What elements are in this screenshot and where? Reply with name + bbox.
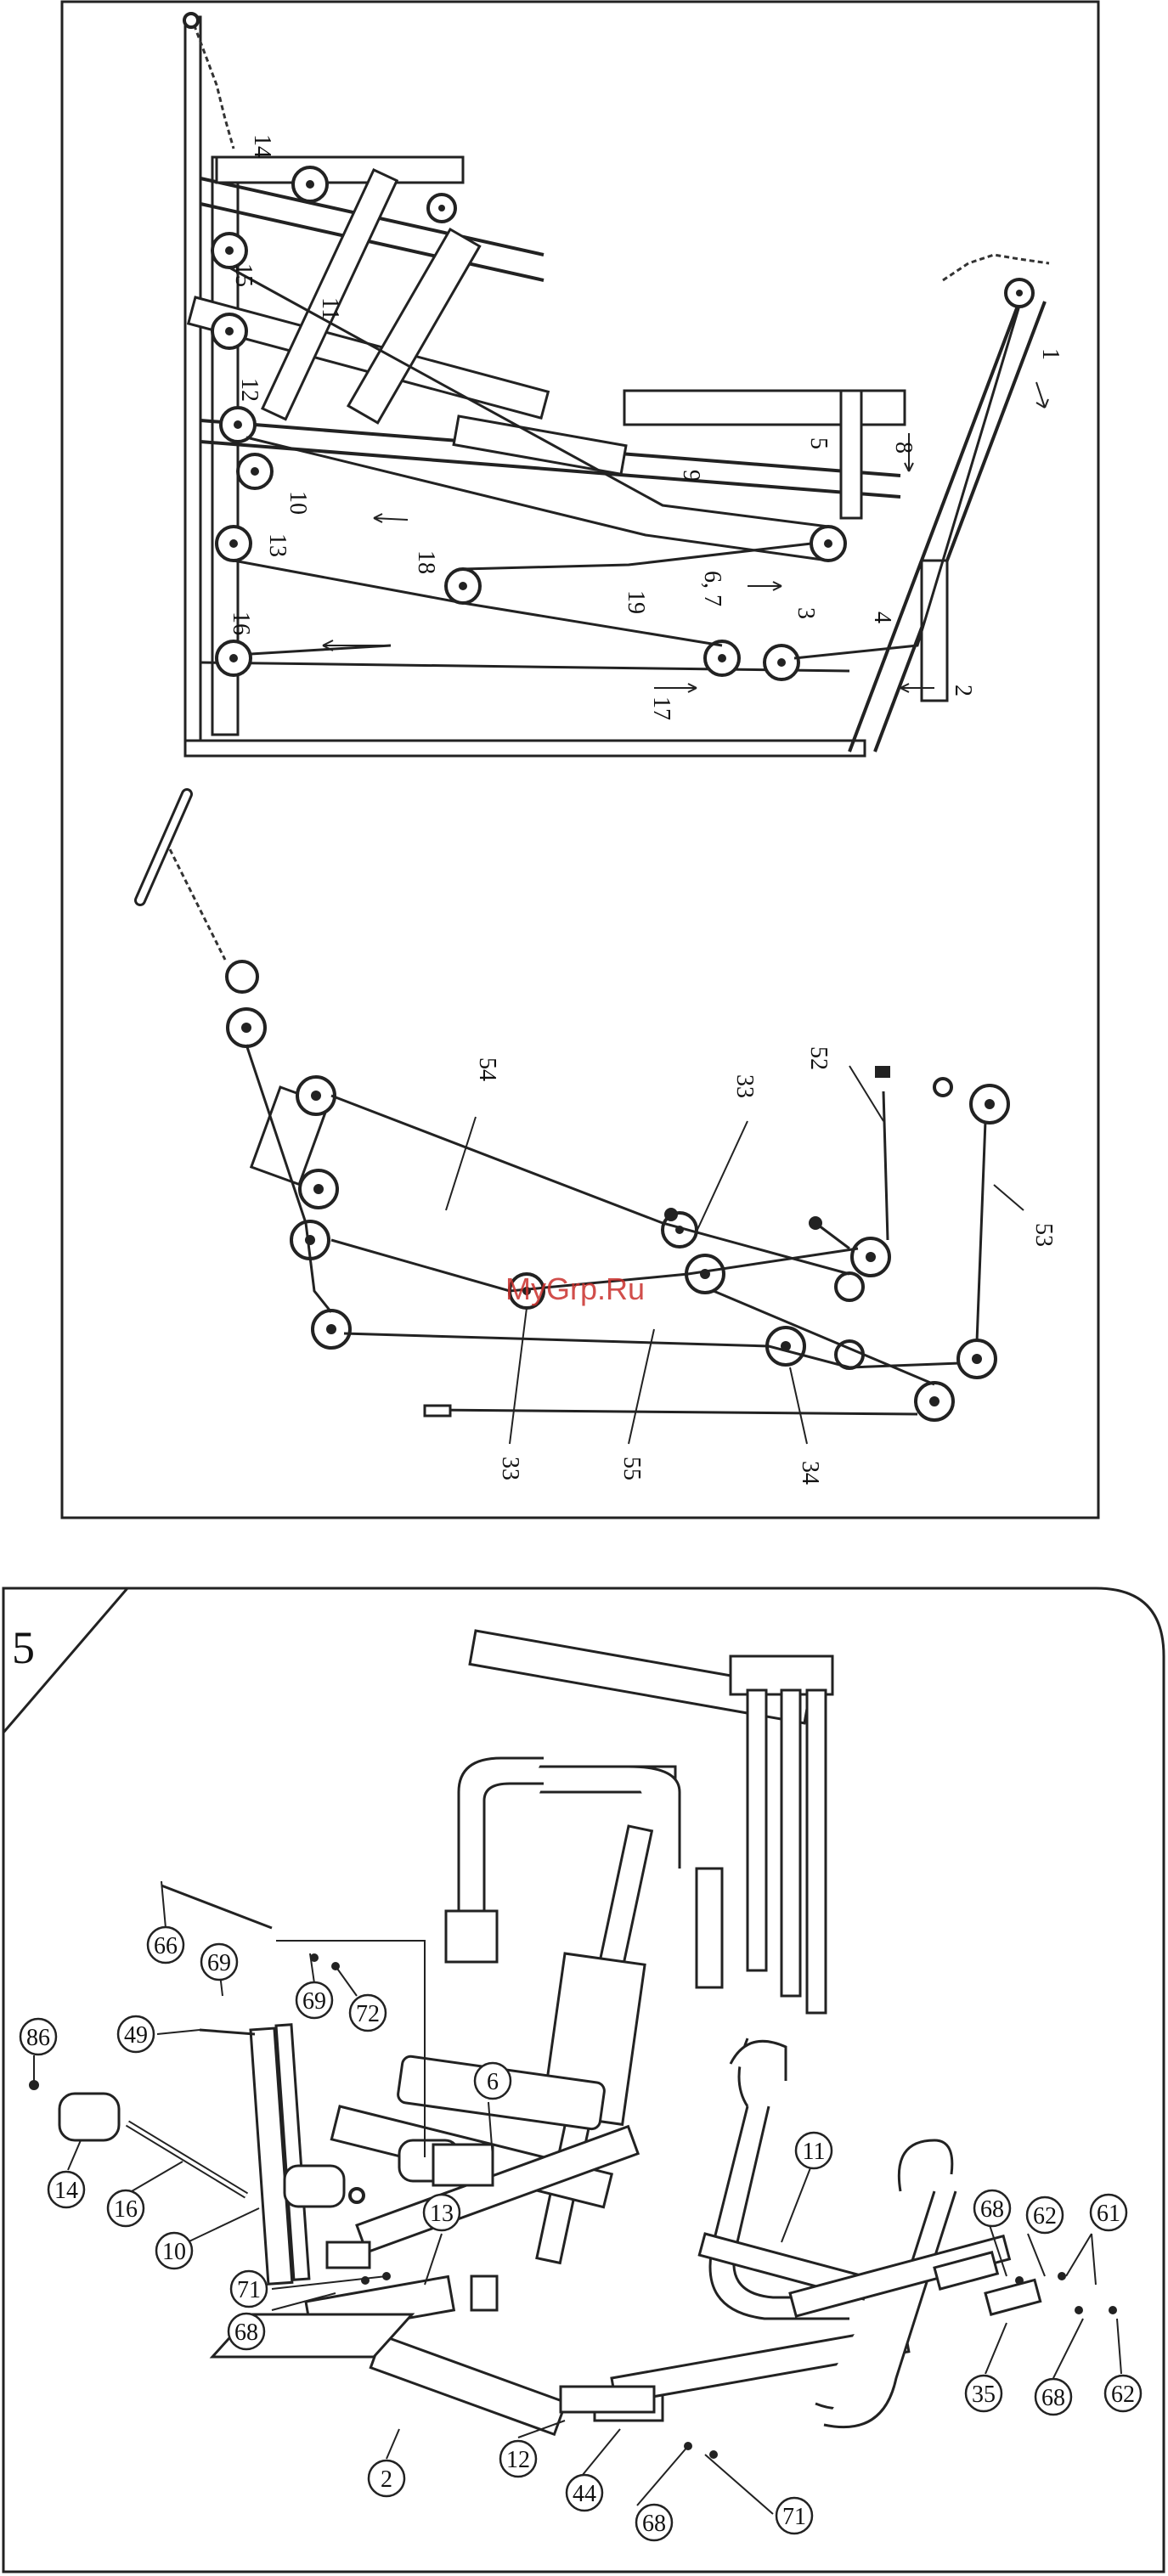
- callout-66: 66: [148, 1927, 183, 1963]
- routing-label-15: 15: [230, 263, 257, 287]
- svg-text:12: 12: [506, 2447, 530, 2473]
- step-number: 5: [12, 1622, 35, 1673]
- callout-71-b: 71: [776, 2498, 812, 2534]
- routing-label-5: 5: [805, 437, 832, 449]
- routing-label-10: 10: [285, 491, 311, 515]
- assembly-machine: [29, 1631, 1117, 2459]
- svg-text:71: 71: [237, 2277, 261, 2303]
- svg-text:49: 49: [124, 2022, 148, 2049]
- routing-pulleys: [212, 167, 1033, 679]
- watermark: MyGrp.Ru: [505, 1271, 645, 1306]
- callout-68-b: 68: [636, 2505, 672, 2540]
- svg-text:2: 2: [381, 2466, 392, 2493]
- routing-frame: [184, 14, 1049, 756]
- svg-text:69: 69: [302, 1988, 326, 2015]
- callout-11: 11: [796, 2133, 832, 2168]
- routing-label-17: 17: [648, 696, 674, 720]
- svg-text:66: 66: [154, 1933, 178, 1959]
- routing-label-12: 12: [236, 378, 262, 402]
- svg-text:72: 72: [356, 2001, 380, 2027]
- callout-61: 61: [1091, 2195, 1126, 2230]
- cable-label-54: 54: [474, 1057, 500, 1081]
- callout-35: 35: [966, 2376, 1002, 2411]
- cable-assembly: [140, 794, 1008, 1420]
- svg-text:10: 10: [162, 2239, 186, 2265]
- svg-text:68: 68: [234, 2320, 258, 2346]
- cable-label-52: 52: [805, 1046, 832, 1070]
- routing-label-19: 19: [623, 590, 649, 614]
- callout-16: 16: [108, 2190, 144, 2226]
- callout-2: 2: [369, 2460, 404, 2496]
- callout-86: 86: [20, 2019, 56, 2055]
- svg-text:62: 62: [1111, 2382, 1135, 2408]
- routing-label-11: 11: [317, 297, 343, 320]
- callout-71-a: 71: [231, 2271, 267, 2307]
- svg-text:71: 71: [782, 2504, 806, 2530]
- cable-label-55: 55: [618, 1457, 645, 1480]
- callout-72: 72: [350, 1995, 386, 2031]
- routing-label-3: 3: [793, 607, 819, 619]
- callout-68-c: 68: [974, 2190, 1010, 2226]
- callout-10: 10: [156, 2233, 192, 2269]
- routing-label-2: 2: [950, 685, 976, 696]
- callout-62-a: 62: [1027, 2197, 1063, 2233]
- callout-69-a: 69: [201, 1944, 237, 1980]
- svg-text:68: 68: [1041, 2385, 1065, 2411]
- svg-text:6: 6: [487, 2069, 499, 2095]
- svg-text:69: 69: [207, 1950, 231, 1976]
- routing-label-1: 1: [1037, 348, 1064, 360]
- routing-label-14: 14: [249, 134, 275, 158]
- routing-label-18: 18: [413, 550, 439, 574]
- svg-text:86: 86: [26, 2025, 50, 2051]
- svg-text:68: 68: [642, 2511, 666, 2537]
- cable-label-53: 53: [1030, 1223, 1057, 1247]
- svg-text:13: 13: [430, 2201, 454, 2227]
- cable-label-33-top: 33: [731, 1074, 758, 1098]
- callout-62-b: 62: [1105, 2376, 1141, 2411]
- routing-label-6-7: 6, 7: [699, 571, 725, 606]
- cable-label-33-bottom: 33: [497, 1457, 523, 1480]
- callout-49: 49: [118, 2016, 154, 2052]
- svg-text:11: 11: [803, 2139, 826, 2165]
- callout-44: 44: [567, 2475, 602, 2511]
- routing-label-8: 8: [890, 442, 917, 454]
- cable-label-34: 34: [797, 1461, 823, 1485]
- routing-label-9: 9: [678, 470, 704, 482]
- routing-label-4: 4: [869, 612, 895, 623]
- svg-text:35: 35: [972, 2382, 996, 2408]
- svg-text:61: 61: [1097, 2201, 1120, 2227]
- callout-14: 14: [48, 2172, 84, 2207]
- svg-text:62: 62: [1033, 2203, 1057, 2229]
- svg-text:68: 68: [980, 2196, 1004, 2223]
- svg-text:16: 16: [114, 2196, 138, 2223]
- routing-label-16: 16: [228, 612, 254, 635]
- callout-69-b: 69: [296, 1982, 332, 2018]
- svg-text:44: 44: [573, 2481, 596, 2507]
- svg-text:14: 14: [54, 2178, 78, 2204]
- callout-6: 6: [475, 2063, 511, 2099]
- callout-68-d: 68: [1035, 2379, 1071, 2415]
- routing-label-13: 13: [264, 533, 291, 557]
- callout-68-a: 68: [229, 2314, 264, 2349]
- callout-12: 12: [500, 2441, 536, 2477]
- callout-13: 13: [424, 2195, 460, 2230]
